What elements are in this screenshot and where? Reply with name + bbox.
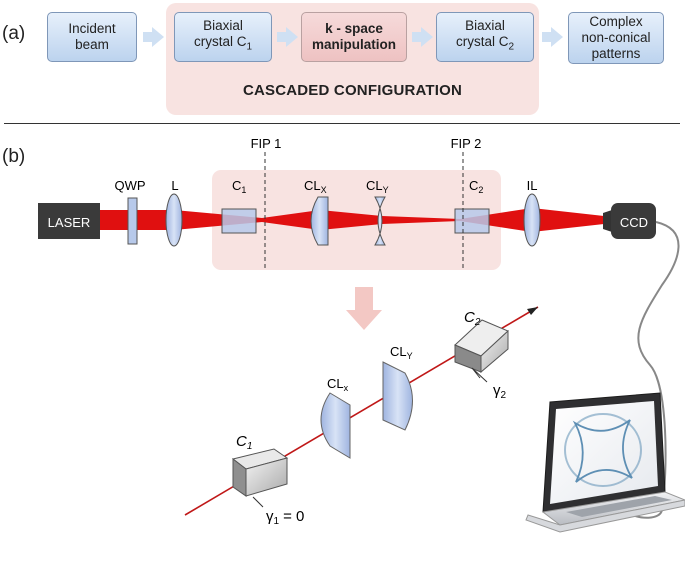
- box-text: k - space: [325, 21, 383, 36]
- gamma2-label: γ2: [493, 382, 507, 401]
- ccd-label: CCD: [620, 215, 648, 230]
- laser-box: [38, 203, 100, 239]
- cascaded-configuration-title: CASCADED CONFIGURATION: [242, 82, 463, 99]
- lens-il: [523, 193, 541, 247]
- iso-beam-arrowhead: [527, 307, 538, 315]
- iso-cly-label: CLY: [390, 344, 413, 361]
- gamma2-pointer: [471, 367, 488, 383]
- fip2-label: FIP 2: [451, 136, 482, 151]
- lens-l: [165, 193, 183, 247]
- iso-crystal-c2: [454, 319, 509, 374]
- panel-a-label: (a): [2, 23, 26, 44]
- box-text: manipulation: [312, 37, 396, 52]
- box-subscript: 1: [246, 41, 253, 53]
- box-text: crystal C: [455, 34, 509, 50]
- flow-arrow: [143, 32, 153, 42]
- ccd-cable: [625, 221, 680, 519]
- lens-l-label: L: [171, 178, 178, 193]
- down-arrow: [346, 287, 382, 330]
- crystal-c1: [221, 208, 257, 234]
- iso-clx-label: CLx: [327, 376, 349, 393]
- box-text: crystal C: [193, 34, 247, 50]
- fip1-label: FIP 1: [251, 136, 282, 151]
- box-text: Biaxial: [465, 18, 505, 34]
- gamma1-pointer: [252, 496, 264, 508]
- panel-divider: [4, 123, 680, 124]
- flow-arrow: [277, 32, 287, 42]
- c2-label: C2: [469, 178, 483, 195]
- flow-arrow: [542, 32, 552, 42]
- box-text: beam: [75, 37, 109, 52]
- flow-arrow-head: [551, 27, 563, 47]
- box-text: Complex: [589, 14, 643, 29]
- flow-arrow-head: [152, 27, 164, 47]
- cylindrical-lens-y: [374, 196, 386, 246]
- iso-c2-label: C2: [464, 309, 481, 328]
- iso-cylindrical-lens-x: [320, 392, 351, 459]
- box-text: patterns: [591, 46, 641, 61]
- il-label: IL: [527, 178, 538, 193]
- box-subscript: 2: [508, 41, 515, 53]
- box-text: non-conical: [581, 30, 651, 45]
- iso-crystal-c1: [231, 448, 289, 497]
- flow-arrow-head: [421, 27, 433, 47]
- flow-arrow: [412, 32, 422, 42]
- ccd-lens: [603, 210, 612, 232]
- iso-cylindrical-lens-y: [382, 361, 413, 431]
- gamma1-label: γ1= 0: [266, 508, 304, 527]
- ccd-camera: [611, 203, 656, 239]
- clx-label: CLX: [304, 178, 327, 195]
- box-text: Biaxial: [203, 18, 243, 34]
- panel-b-label: (b): [2, 146, 26, 167]
- laser-beam: [100, 208, 604, 232]
- box-text: Incident: [68, 21, 116, 36]
- crystal-c2: [454, 208, 490, 234]
- flow-arrow-head: [286, 27, 298, 47]
- qwp-plate: [127, 197, 138, 245]
- iso-c1-label: C1: [236, 433, 252, 452]
- qwp-label: QWP: [114, 178, 145, 193]
- c1-label: C1: [232, 178, 246, 195]
- laser-label: LASER: [48, 215, 91, 230]
- screen-pattern: [564, 413, 642, 487]
- cly-label: CLY: [366, 178, 389, 195]
- cylindrical-lens-x: [310, 196, 329, 246]
